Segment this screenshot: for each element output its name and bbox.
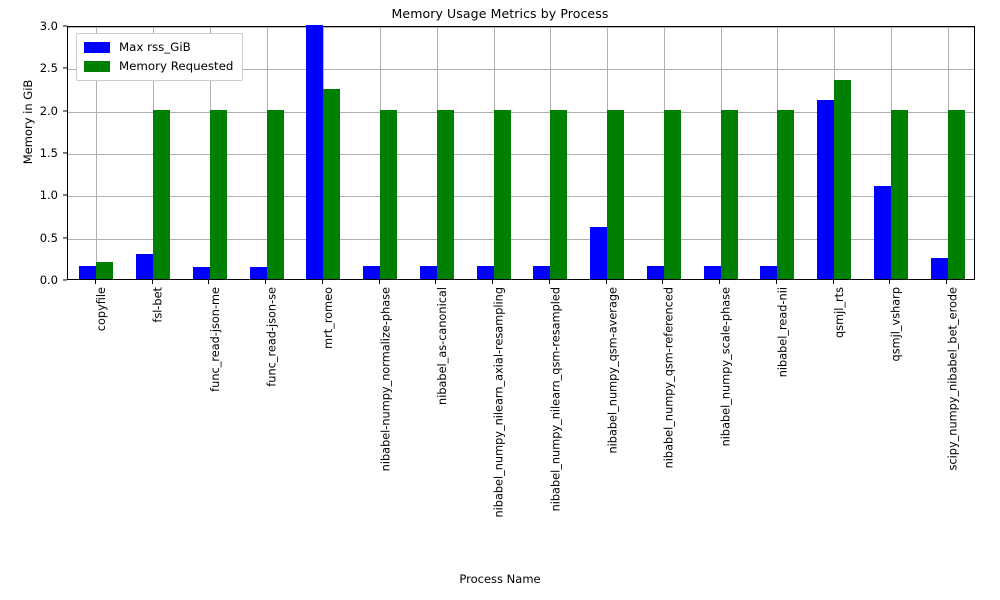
chart-title: Memory Usage Metrics by Process — [391, 6, 609, 21]
bar — [476, 266, 494, 279]
bar — [873, 185, 891, 279]
bar — [323, 88, 341, 279]
x-tick-label: nibabel_read-nii — [776, 287, 790, 378]
x-tick-mark — [435, 280, 437, 284]
bar — [663, 109, 681, 279]
x-tick-label: nibabel_numpy_scale-phase — [719, 287, 733, 447]
bar — [760, 266, 778, 279]
bar — [834, 80, 852, 279]
bar — [266, 109, 284, 279]
x-tick-mark — [662, 280, 664, 284]
legend-label: Memory Requested — [119, 59, 234, 73]
x-tick-label: func_read-json-me — [208, 287, 222, 392]
gridline-horizontal — [68, 111, 974, 113]
bar — [96, 262, 114, 279]
y-axis: 0.0 0.5 1.0 1.5 2.0 2.5 3.0 — [0, 19, 67, 287]
y-tick-label: 1.0 — [39, 188, 58, 203]
x-tick-mark — [946, 280, 948, 284]
gridline-horizontal — [68, 196, 974, 198]
legend: Max rss_GiB Memory Requested — [76, 33, 244, 81]
x-axis-label: Process Name — [459, 572, 541, 586]
gridline-horizontal — [68, 69, 974, 71]
x-tick-label: scipy_numpy_nibabel_bet_erode — [946, 287, 960, 471]
legend-swatch-icon — [84, 42, 110, 53]
bar — [209, 109, 227, 279]
bar — [607, 109, 625, 279]
x-tick-mark — [889, 280, 891, 284]
bar — [249, 267, 267, 279]
legend-item: Max rss_GiB — [84, 40, 233, 55]
bar — [703, 266, 721, 279]
x-tick-label: copyfile — [95, 287, 109, 332]
bar — [79, 266, 97, 279]
y-tick-mark — [63, 110, 67, 112]
y-tick-mark — [63, 194, 67, 196]
x-tick-label: qsmjl_rts — [833, 287, 847, 338]
x-tick-label: nibabel-numpy_normalize-phase — [379, 287, 393, 472]
x-tick-label: nibabel_numpy_qsm-referenced — [662, 287, 676, 469]
y-tick-label: 0.5 — [39, 230, 58, 245]
x-tick-label: qsmjl_vsharp — [889, 287, 903, 362]
x-tick-mark — [832, 280, 834, 284]
bar — [777, 109, 795, 279]
x-tick-mark — [605, 280, 607, 284]
y-tick-label: 2.5 — [39, 61, 58, 76]
x-tick-mark — [775, 280, 777, 284]
x-tick-label: fsl-bet — [152, 287, 166, 323]
x-axis: copyfile fsl-bet func_read-json-me func_rea… — [67, 280, 975, 570]
bar — [380, 109, 398, 279]
bar — [533, 266, 551, 279]
y-axis-label: Memory in GiB — [21, 79, 35, 165]
x-tick-label: func_read-json-se — [265, 287, 279, 387]
y-tick-label: 3.0 — [39, 19, 58, 33]
y-tick-mark — [63, 279, 67, 281]
bar — [890, 109, 908, 279]
x-tick-label: nibabel_numpy_nilearn_axial-resampling — [492, 287, 506, 518]
x-tick-mark — [321, 280, 323, 284]
x-tick-mark — [151, 280, 153, 284]
x-tick-mark — [719, 280, 721, 284]
bar — [363, 266, 381, 279]
y-tick-label: 2.0 — [39, 103, 58, 118]
y-tick-mark — [63, 67, 67, 69]
bar — [550, 109, 568, 279]
x-tick-mark — [265, 280, 267, 284]
x-tick-label: nibabel_as-canonical — [435, 287, 449, 405]
bar — [590, 227, 608, 279]
bar — [192, 267, 210, 279]
bar — [419, 266, 437, 279]
x-tick-label: nibabel_numpy_qsm-average — [606, 287, 620, 454]
bar — [436, 109, 454, 279]
gridline-horizontal — [68, 154, 974, 155]
plot-area: Max rss_GiB Memory Requested — [67, 25, 975, 280]
y-tick-mark — [63, 237, 67, 239]
x-tick-mark — [548, 280, 550, 284]
bar — [493, 109, 511, 279]
legend-label: Max rss_GiB — [119, 40, 191, 54]
x-tick-mark — [94, 280, 96, 284]
bar — [306, 25, 324, 279]
y-tick-label: 1.5 — [39, 146, 58, 160]
x-tick-mark — [378, 280, 380, 284]
legend-item: Memory Requested — [84, 59, 233, 74]
bar — [930, 257, 948, 279]
bar — [153, 109, 171, 279]
bar — [947, 109, 965, 279]
legend-swatch-icon — [84, 61, 110, 72]
bar — [136, 254, 154, 279]
gridline-horizontal — [68, 27, 974, 28]
bar — [817, 99, 835, 279]
y-tick-mark — [63, 25, 67, 27]
y-tick-mark — [63, 152, 67, 154]
bar — [720, 109, 738, 279]
x-tick-label: mrt_romeo — [322, 287, 336, 349]
bar — [646, 266, 664, 279]
x-tick-mark — [492, 280, 494, 284]
gridline-horizontal — [68, 238, 974, 240]
y-tick-label: 0.0 — [39, 273, 58, 287]
gridline-vertical — [96, 27, 98, 279]
x-tick-mark — [208, 280, 210, 284]
x-tick-label: nibabel_numpy_nilearn_qsm-resampled — [549, 287, 563, 512]
